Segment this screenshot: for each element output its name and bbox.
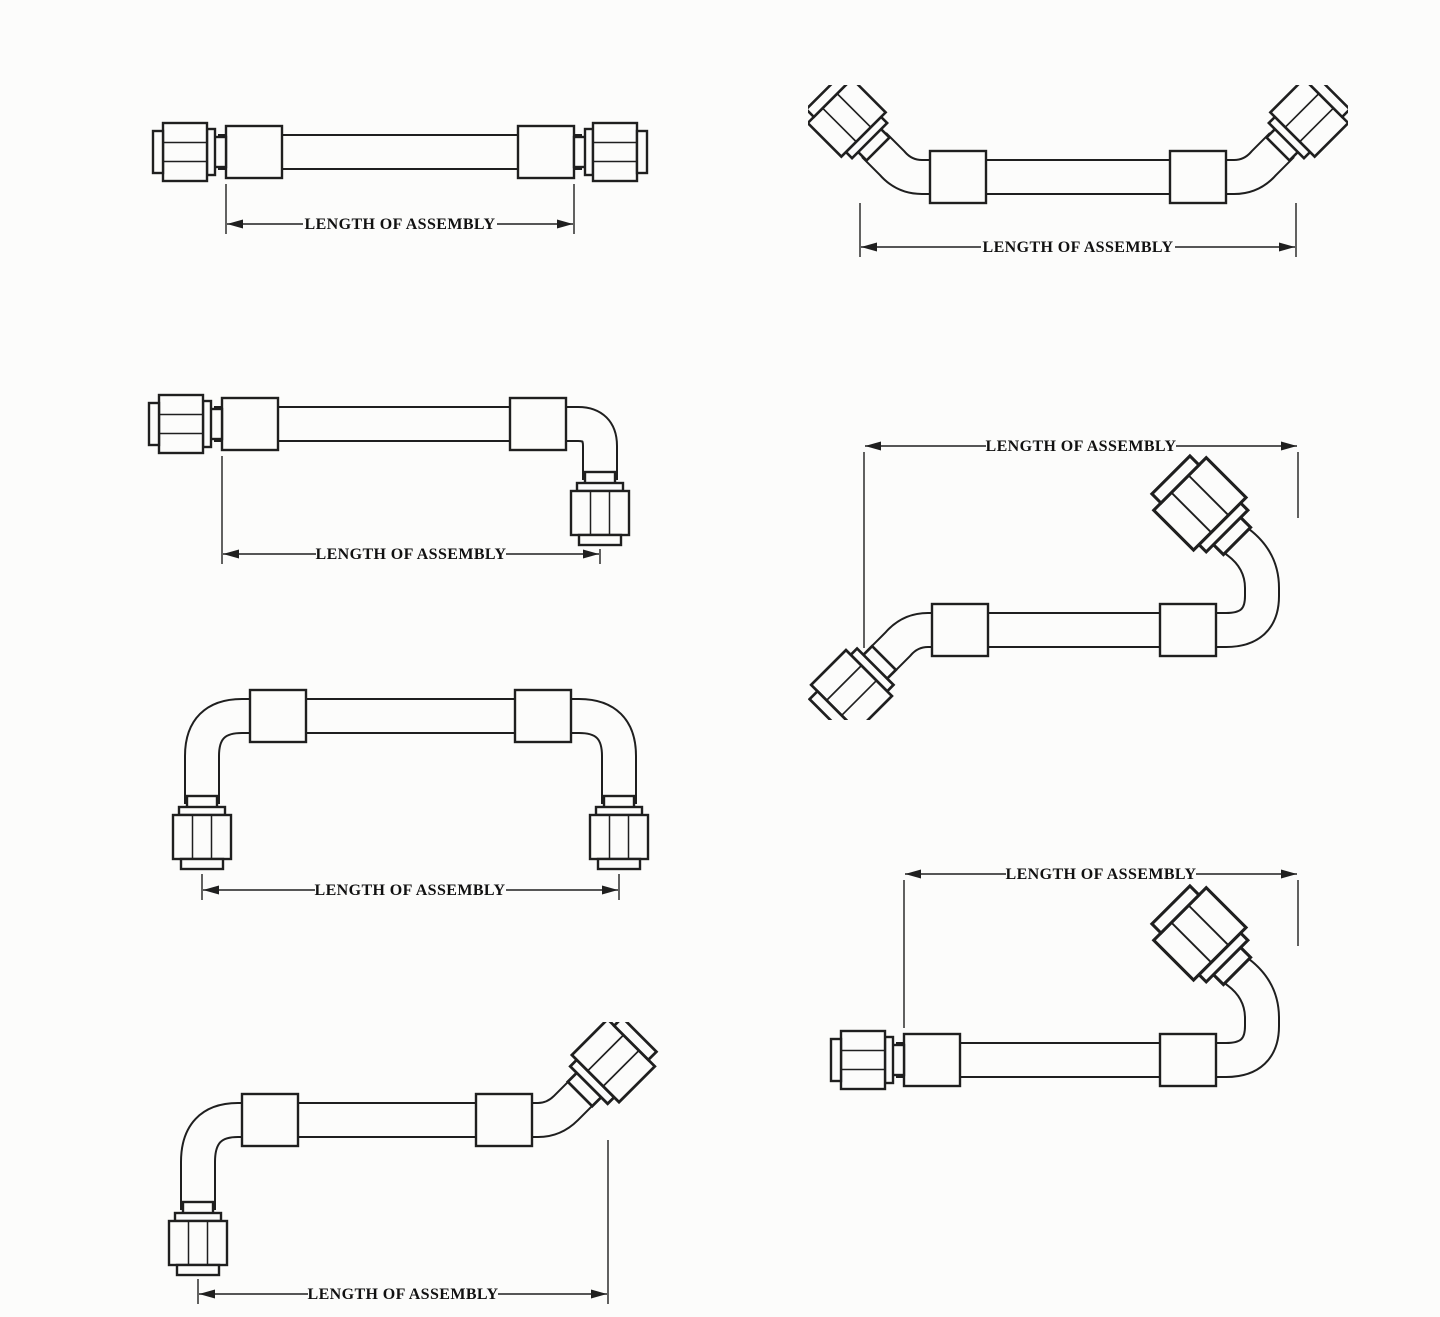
crimp-sleeve [248,688,308,744]
hex-nut-fitting [167,1200,229,1277]
hose-assembly-drawing: LENGTH OF ASSEMBLY [167,1009,665,1304]
crimp-sleeve [1158,1032,1218,1088]
diagram-45-degree-fitting-both-ends: LENGTH OF ASSEMBLY [798,69,1358,285]
dimension: LENGTH OF ASSEMBLY [225,184,575,234]
hose-tube [214,406,618,480]
crimp-sleeve [220,396,280,452]
hose-tube [896,953,1280,1078]
hose-assembly-drawing: LENGTH OF ASSEMBLY [147,393,631,564]
dimension: LENGTH OF ASSEMBLY [903,866,1299,1028]
hex-nut-fitting [171,794,233,871]
diagram-straight-fitting-both-ends: LENGTH OF ASSEMBLY [140,82,660,272]
hex-nut-fitting [829,1029,906,1091]
hose-assembly-drawing: LENGTH OF ASSEMBLY [151,121,649,234]
diagram-90-degree-elbow-and-45-degree: LENGTH OF ASSEMBLY [128,1009,673,1317]
dimension: LENGTH OF ASSEMBLY [859,203,1297,257]
hose-assembly-drawing: LENGTH OF ASSEMBLY [801,438,1299,741]
crimp-sleeve [513,688,573,744]
dimension: LENGTH OF ASSEMBLY [221,456,601,564]
hex-nut-fitting [147,393,224,455]
dimension-label: LENGTH OF ASSEMBLY [316,546,507,563]
crimp-sleeve [1168,149,1228,205]
crimp-sleeve [224,124,284,180]
crimp-sleeve [516,124,576,180]
dimension: LENGTH OF ASSEMBLY [863,438,1299,648]
hex-nut-fitting [588,794,650,871]
crimp-sleeve [508,396,568,452]
hex-nut-fitting [569,470,631,547]
dimension-label: LENGTH OF ASSEMBLY [305,216,496,233]
hose-tube [867,523,1280,675]
hex-nut-fitting [572,121,649,183]
hose-tube [184,698,637,804]
hex-nut-fitting [151,121,228,183]
crimp-sleeve [928,149,988,205]
dimension: LENGTH OF ASSEMBLY [197,1140,609,1304]
dimension-label: LENGTH OF ASSEMBLY [986,438,1177,455]
hose-tube [180,1077,597,1210]
diagram-straight-and-swept-bend: LENGTH OF ASSEMBLY [808,848,1348,1145]
hose-assembly-drawing: LENGTH OF ASSEMBLY [798,69,1358,257]
crimp-sleeve [1158,602,1218,658]
crimp-sleeve [474,1092,534,1148]
crimp-sleeve [240,1092,300,1148]
hose-assembly-drawing: LENGTH OF ASSEMBLY [171,688,650,900]
diagram-45-degree-and-swept-bend: LENGTH OF ASSEMBLY [801,420,1348,741]
crimp-sleeve [902,1032,962,1088]
dimension-label: LENGTH OF ASSEMBLY [1006,866,1197,883]
diagram-90-degree-elbow-both-ends: LENGTH OF ASSEMBLY [138,668,683,918]
dimension-label: LENGTH OF ASSEMBLY [315,882,506,899]
hose-tube [861,132,1295,195]
dimension-label: LENGTH OF ASSEMBLY [983,239,1174,256]
crimp-sleeve [930,602,990,658]
dimension-label: LENGTH OF ASSEMBLY [308,1286,499,1303]
hose-assembly-drawing: LENGTH OF ASSEMBLY [829,866,1299,1091]
dimension: LENGTH OF ASSEMBLY [201,874,620,900]
diagram-straight-and-90-degree-elbow: LENGTH OF ASSEMBLY [130,352,670,572]
